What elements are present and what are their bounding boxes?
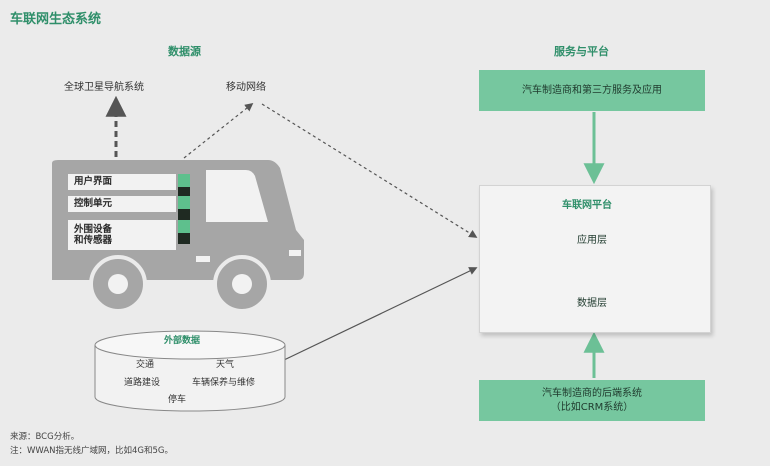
app-layer-label: 应用层 bbox=[577, 235, 607, 246]
connector-bar-icon bbox=[178, 174, 190, 244]
truck-label-peripherals: 外围设备 和传感器 bbox=[68, 220, 176, 250]
external-data-cylinder bbox=[94, 330, 286, 412]
external-item-road: 道路建设 bbox=[124, 378, 161, 388]
backend-system-box: 汽车制造商的后端系统 （比如CRM系统） bbox=[479, 380, 705, 421]
external-item-weather: 天气 bbox=[216, 360, 235, 370]
data-sources-header: 数据源 bbox=[168, 45, 201, 58]
mobile-network-label: 移动网络 bbox=[226, 82, 266, 93]
truck-label-ui: 用户界面 bbox=[68, 174, 176, 190]
footnote-source: 来源：BCG分析。 bbox=[10, 432, 80, 442]
arrow-external-to-platform bbox=[283, 267, 478, 361]
arrow-mobile-to-platform bbox=[261, 103, 478, 238]
iov-platform-box bbox=[479, 185, 711, 333]
external-item-maintenance: 车辆保养与维修 bbox=[192, 378, 256, 388]
diagram-title: 车联网生态系统 bbox=[10, 12, 102, 27]
platform-title: 车联网平台 bbox=[562, 200, 612, 211]
truck-label-control-unit: 控制单元 bbox=[68, 196, 176, 212]
services-header: 服务与平台 bbox=[554, 45, 609, 58]
data-layer-label: 数据层 bbox=[577, 298, 607, 309]
external-item-parking: 停车 bbox=[168, 395, 187, 405]
external-item-traffic: 交通 bbox=[136, 360, 155, 370]
external-data-title: 外部数据 bbox=[164, 336, 201, 346]
footnote-note: 注：WWAN指无线广域网，比如4G和5G。 bbox=[10, 446, 174, 456]
oem-services-box: 汽车制造商和第三方服务及应用 bbox=[479, 70, 705, 111]
arrow-to-mobile bbox=[183, 102, 254, 159]
satellite-label: 全球卫星导航系统 bbox=[64, 82, 144, 93]
